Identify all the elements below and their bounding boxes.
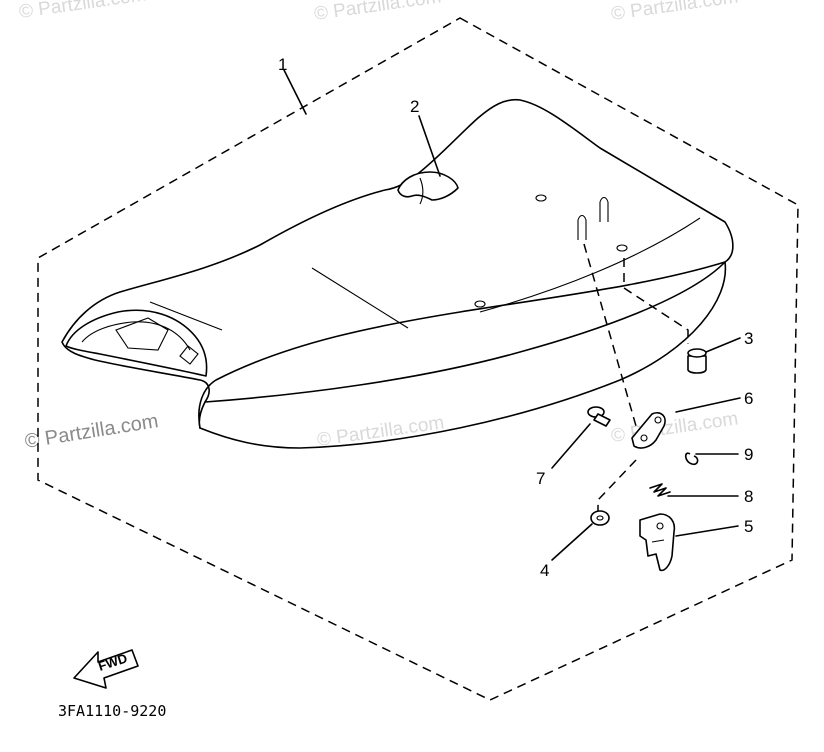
mount-hole: [474, 300, 486, 308]
guide-3: [623, 258, 689, 344]
leader-1: [283, 69, 307, 115]
grommet-4: [590, 510, 610, 526]
fwd-arrow: FWD: [73, 649, 139, 689]
seat-top-crease: [479, 217, 701, 313]
watermark-top-right: © Partzilla.com: [610, 0, 740, 25]
callout-6: 6: [744, 389, 753, 408]
hook-body: [639, 513, 676, 572]
damper-top: [687, 348, 707, 358]
leader-6: [675, 397, 741, 413]
callout-9: 9: [744, 445, 753, 464]
callout-5: 5: [744, 517, 753, 536]
mount-stud: [577, 214, 587, 240]
spring-coil: [649, 483, 671, 497]
leader-5: [675, 525, 739, 537]
watermark-top-center: © Partzilla.com: [313, 0, 443, 25]
bracket-hole: [640, 434, 648, 442]
lock-bracket-6: [631, 411, 666, 449]
seat-outline: [61, 98, 734, 429]
clip-9: [684, 452, 699, 466]
watermark-top-left: © Partzilla.com: [18, 0, 148, 23]
mount-hole: [616, 244, 628, 252]
guide-4: [597, 459, 637, 512]
bolt-shank: [593, 413, 611, 427]
seat-strap: [397, 171, 459, 201]
grommet-hole: [596, 515, 604, 521]
clip-ring: [684, 452, 699, 466]
fwd-arrow-shape: [73, 649, 139, 689]
leader-3: [705, 337, 741, 353]
watermark-right: © Partzilla.com: [610, 408, 740, 447]
leader-7: [551, 423, 591, 469]
callout-3: 3: [744, 329, 753, 348]
watermark-mid-left: © Partzilla.com: [23, 410, 160, 453]
grommet-body: [590, 510, 610, 526]
seat-strap-fold: [419, 177, 424, 205]
leader-2: [418, 115, 441, 177]
seat-rear-pad-inner: [81, 321, 191, 351]
mount-stud: [599, 196, 609, 222]
seat-rear-pad: [65, 309, 208, 377]
damper-body: [687, 355, 707, 374]
seat: [61, 98, 734, 449]
mount-hole: [535, 194, 547, 202]
callout-7: 7: [536, 469, 545, 488]
hook-hole: [656, 522, 664, 530]
bolt-7: [587, 406, 611, 427]
guide-stud: [583, 243, 641, 441]
bracket-hole: [654, 416, 662, 424]
damper-3: [687, 348, 707, 374]
callout-2: 2: [410, 97, 419, 116]
diagram-code: 3FA1110-9220: [58, 702, 166, 720]
seat-front-edge: [199, 261, 727, 449]
callout-4: 4: [540, 561, 549, 580]
watermark-center: © Partzilla.com: [316, 412, 446, 451]
hook-5: [639, 513, 676, 572]
callout-1: 1: [278, 55, 287, 74]
seat-stitch-line-2: [149, 301, 223, 331]
spring-8: [649, 483, 671, 497]
hook-notch: [651, 539, 665, 543]
seat-stitch-line: [311, 267, 409, 329]
seat-rear-pad-window: [115, 317, 169, 351]
leader-4: [551, 523, 593, 561]
seat-side-seam: [204, 261, 726, 403]
seat-rear-pad-slot: [179, 345, 199, 365]
bracket-body: [631, 411, 666, 449]
callout-8: 8: [744, 487, 753, 506]
leader-lines: [283, 69, 741, 561]
